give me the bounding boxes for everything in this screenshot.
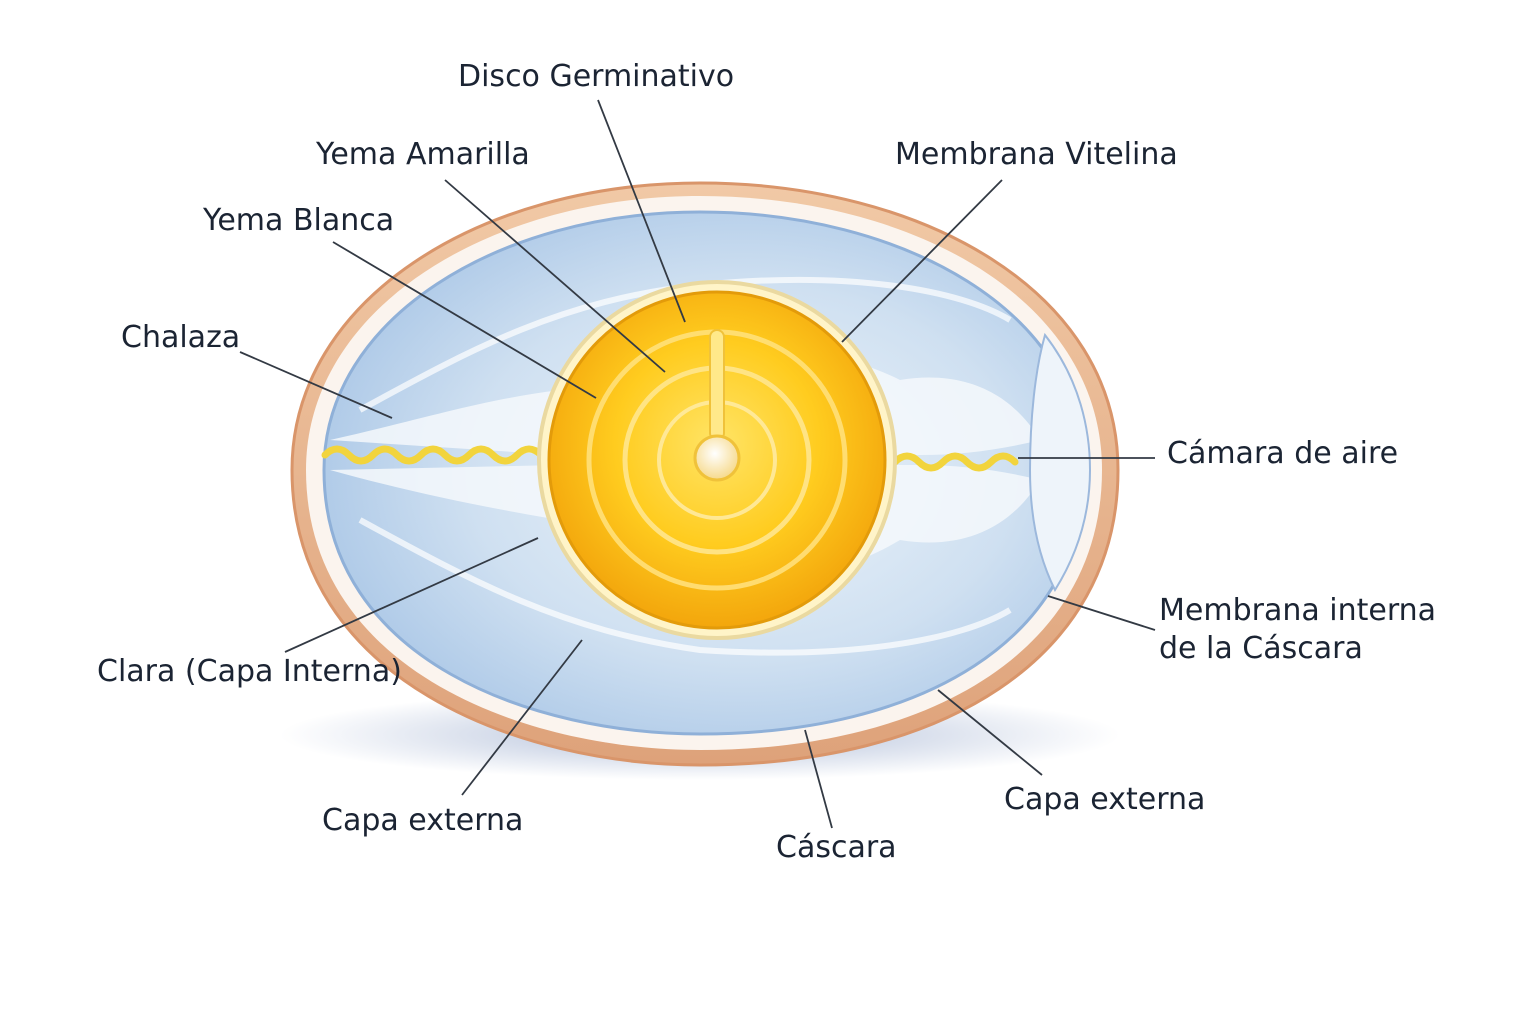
label-clara-capa-interna: Clara (Capa Interna) <box>97 654 402 689</box>
label-chalaza: Chalaza <box>121 320 241 355</box>
leader-capa-externa-right <box>937 689 1043 776</box>
label-cascara: Cáscara <box>776 830 897 865</box>
air-cell <box>1028 332 1092 593</box>
latebra-neck <box>709 329 725 441</box>
label-membrana-interna-cascara: Membrana interna de la Cáscara <box>1159 592 1436 667</box>
label-membrana-interna-line2: de la Cáscara <box>1159 630 1363 666</box>
leader-membrana-vitelina <box>841 179 1003 343</box>
leader-chalaza <box>239 351 393 419</box>
leader-clara <box>284 537 539 653</box>
label-camara-de-aire: Cámara de aire <box>1167 436 1399 471</box>
label-membrana-vitelina: Membrana Vitelina <box>895 137 1178 172</box>
leader-disco-germinativo <box>597 99 686 323</box>
leader-yema-amarilla <box>444 179 666 373</box>
label-capa-externa-left: Capa externa <box>322 803 524 838</box>
label-yema-amarilla: Yema Amarilla <box>316 137 530 172</box>
label-capa-externa-right: Capa externa <box>1004 782 1206 817</box>
label-yema-blanca: Yema Blanca <box>203 203 395 238</box>
chalaza-right <box>891 452 1019 472</box>
label-membrana-interna-line1: Membrana interna <box>1159 593 1437 628</box>
germinal-disc <box>693 434 741 482</box>
albumen-swirl-bottom <box>358 517 1012 656</box>
leader-membrana-interna <box>1047 595 1156 631</box>
leader-capa-externa-left <box>461 639 583 796</box>
leader-yema-blanca <box>332 241 597 399</box>
leader-cascara <box>804 729 833 829</box>
label-disco-germinativo: Disco Germinativo <box>458 59 735 94</box>
